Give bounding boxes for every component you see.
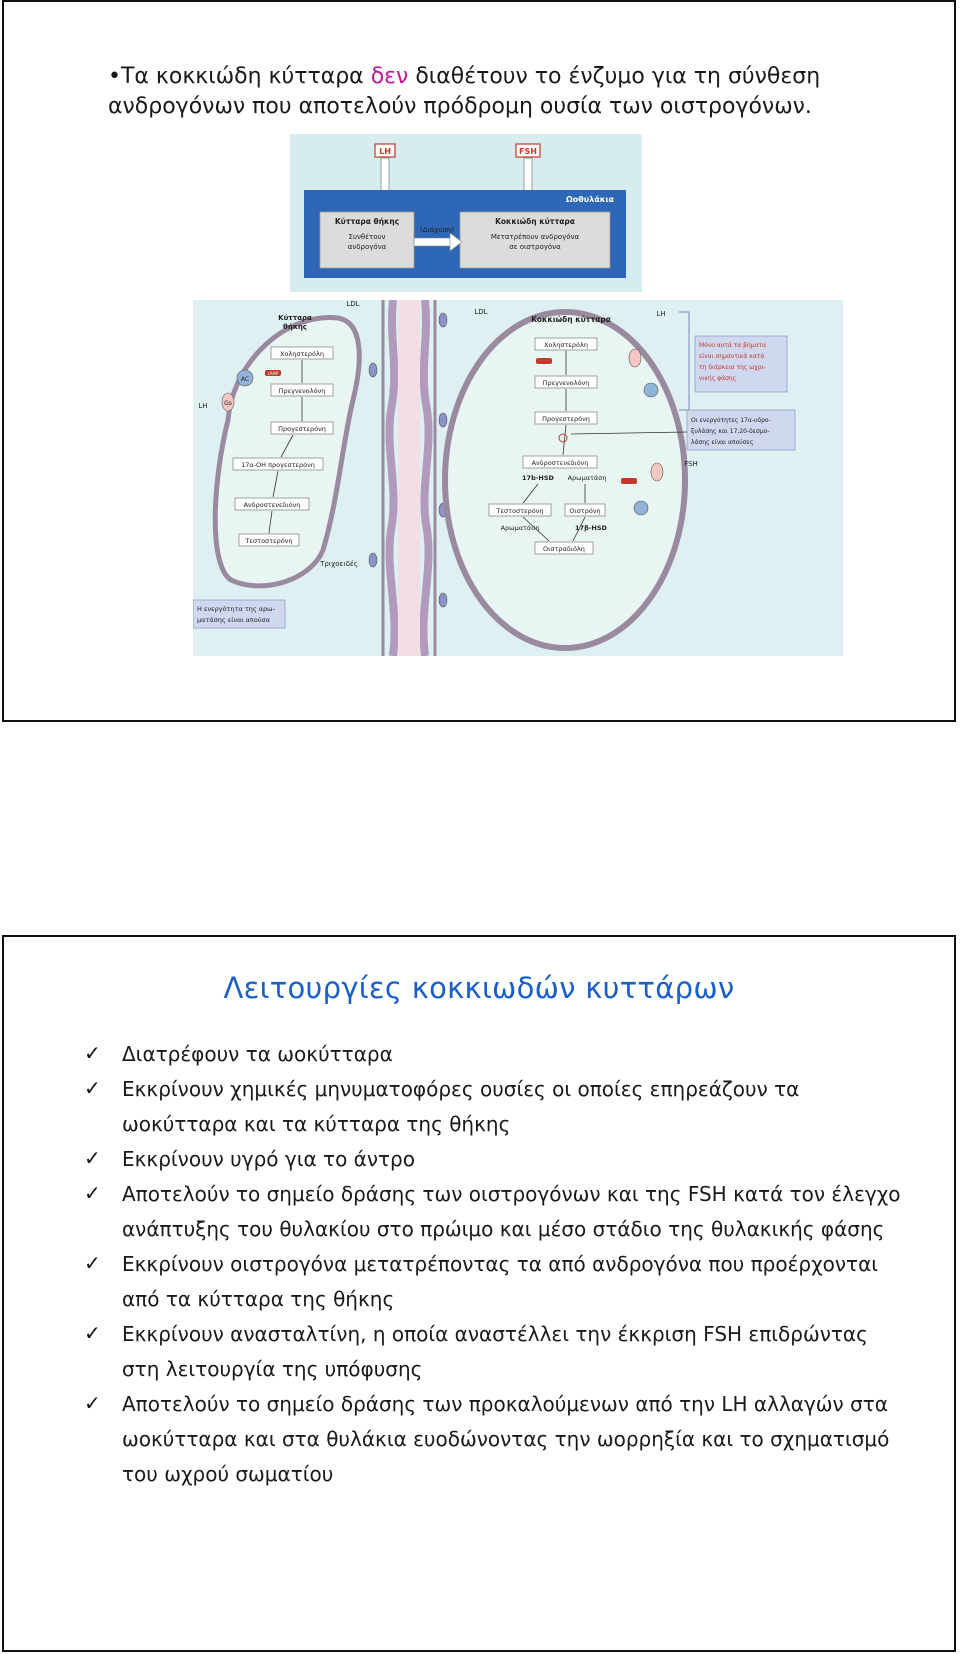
intro-highlight: δεν [370, 64, 409, 89]
granulosa-body-1: Μετατρέπουν ανδρογόνα [491, 233, 580, 241]
check-icon: ✓ [84, 1041, 101, 1065]
aromatase-lower: Αρωματάση [501, 524, 540, 532]
top-lh-label: LH [379, 147, 391, 156]
testosterone-right: Τεστοστερόνη [496, 507, 544, 515]
granulosa-title: Κοκκιώδη κύτταρα [495, 217, 575, 226]
list-item: ✓ Εκκρίνουν ανασταλτίνη, η οποία αναστέλλ… [84, 1317, 904, 1387]
list-item-text: Αποτελούν το σημείο δράσης των οιστρογόν… [122, 1182, 901, 1241]
theca-body-2: ανδρογόνα [348, 243, 387, 251]
check-icon: ✓ [84, 1321, 101, 1345]
check-icon: ✓ [84, 1391, 101, 1415]
list-item-text: Διατρέφουν τα ωοκύτταρα [122, 1042, 393, 1066]
list-item: ✓ Αποτελούν το σημείο δράσης των προκαλού… [84, 1387, 904, 1492]
top-fsh-label: FSH [519, 147, 537, 156]
right-step-0: Χοληστερόλη [544, 341, 588, 349]
function-list: ✓ Διατρέφουν τα ωοκύτταρα ✓ Εκκρίνουν χημι… [84, 1037, 904, 1492]
list-item-text: Αποτελούν το σημείο δράσης των προκαλούμ… [122, 1392, 890, 1486]
slide-title: Λειτουργίες κοκκιωδών κυττάρων [223, 971, 735, 1005]
left-step-3: 17α-ΟΗ προγεστερόνη [241, 461, 315, 469]
left-step-0: Χοληστερόλη [280, 350, 324, 358]
theca-gs-label: Gs [224, 400, 232, 407]
estrone: Οιστρόνη [569, 507, 600, 515]
capillaries-label: Τριχοειδές [319, 560, 358, 568]
note-top-2: τη διάρκεια της ωχρι- [699, 364, 766, 371]
list-item: ✓ Εκκρίνουν οιστρογόνα μετατρέποντας τα α… [84, 1247, 904, 1317]
note-top-1: είναι σημαντικά κατά [699, 353, 764, 360]
ldl-left-label: LDL [346, 300, 359, 308]
note-mid-1: ξυλάσης και 17,20-δεσμο- [691, 428, 770, 435]
granulosa-pathway: Χοληστερόλη Πρεγνενολόνη Προγεστερόνη Αν… [488, 337, 608, 555]
right-step-2: Προγεστερόνη [542, 415, 590, 423]
right-step-3: Ανδροστενεδιόνη [532, 459, 589, 467]
intro-rest: διαθέτουν το ένζυμο για τη σύνθεση ανδρο… [108, 64, 821, 119]
left-note-2: ματάσης είναι απούσα [197, 616, 270, 624]
overview-diagram: LH FSH Ωοθυλάκια Κύτταρα θήκης Συνθέτουν… [290, 134, 642, 292]
hsd-lower: 17β-HSD [575, 524, 608, 532]
note-mid-2: λάσης είναι απούσες [691, 439, 753, 446]
left-note-1: Η ενεργότητα της αρω- [197, 605, 276, 613]
theca-ac-label: AC [241, 376, 249, 383]
theca-title: Κύτταρα θήκης [335, 217, 399, 226]
aromatase-upper: Αρωματάση [568, 474, 607, 482]
list-item: ✓ Εκκρίνουν χημικές μηνυματοφόρες ουσίες … [84, 1072, 904, 1142]
lh-right-label: LH [656, 310, 665, 318]
follicles-label: Ωοθυλάκια [566, 195, 615, 204]
left-step-5: Τεστοστερόνη [245, 537, 293, 545]
granulosa-cell-title: Κοκκιώδη κύτταρα [531, 315, 611, 324]
list-item-text: Εκκρίνουν οιστρογόνα μετατρέποντας τα απ… [122, 1252, 879, 1311]
left-step-2: Προγεστερόνη [278, 425, 326, 433]
list-item: ✓ Εκκρίνουν υγρό για το άντρο [84, 1142, 904, 1177]
check-icon: ✓ [84, 1146, 101, 1170]
check-icon: ✓ [84, 1076, 101, 1100]
list-item-text: Εκκρίνουν χημικές μηνυματοφόρες ουσίες ο… [122, 1077, 800, 1136]
right-step-1: Πρεγνενολόνη [543, 379, 590, 387]
list-item-text: Εκκρίνουν υγρό για το άντρο [122, 1147, 415, 1171]
left-step-4: Ανδροστενεδιόνη [244, 501, 301, 509]
estradiol: Οιστραδιόλη [543, 545, 585, 553]
note-mid-0: Οι ενεργότητες 17α-υδρο- [691, 417, 771, 424]
note-top-3: νικής φάσης [699, 375, 736, 382]
intro-prefix: •Τα κοκκιώδη κύτταρα [108, 64, 371, 89]
steroidogenesis-diagram: Κύτταρα θήκης LDL LH AC Gs cAMP Χοληστερ… [192, 299, 843, 657]
theca-camp-label: cAMP [268, 371, 279, 376]
list-item: ✓ Διατρέφουν τα ωοκύτταρα [84, 1037, 904, 1072]
slide-granulosa-functions: Λειτουργίες κοκκιωδών κυττάρων ✓ Διατρέφο… [2, 935, 956, 1652]
intro-bullet: •Τα κοκκιώδη κύτταρα δεν διαθέτουν το έν… [108, 62, 928, 122]
diffusion-label: (Διάχυση) [420, 226, 454, 234]
theca-pathway: Χοληστερόλη Πρεγνενολόνη Προγεστερόνη 17… [232, 346, 334, 547]
left-step-1: Πρεγνενολόνη [279, 387, 326, 395]
theca-body-1: Συνθέτουν [349, 233, 386, 241]
ldl-right-label: LDL [474, 308, 487, 316]
fsh-right-label: FSH [684, 460, 698, 468]
granulosa-body-2: σε οιστρογόνα [509, 243, 561, 251]
hsd-upper: 17b-HSD [522, 474, 555, 482]
theca-cell-label-2: θήκης [283, 323, 307, 331]
list-item: ✓ Αποτελούν το σημείο δράσης των οιστρογό… [84, 1177, 904, 1247]
check-icon: ✓ [84, 1181, 101, 1205]
check-icon: ✓ [84, 1251, 101, 1275]
lh-left-label: LH [198, 402, 207, 410]
note-top-0: Μόνο αυτά τα βήματα [699, 342, 766, 349]
theca-cell-label-1: Κύτταρα [278, 314, 312, 322]
list-item-text: Εκκρίνουν ανασταλτίνη, η οποία αναστέλλε… [122, 1322, 868, 1381]
